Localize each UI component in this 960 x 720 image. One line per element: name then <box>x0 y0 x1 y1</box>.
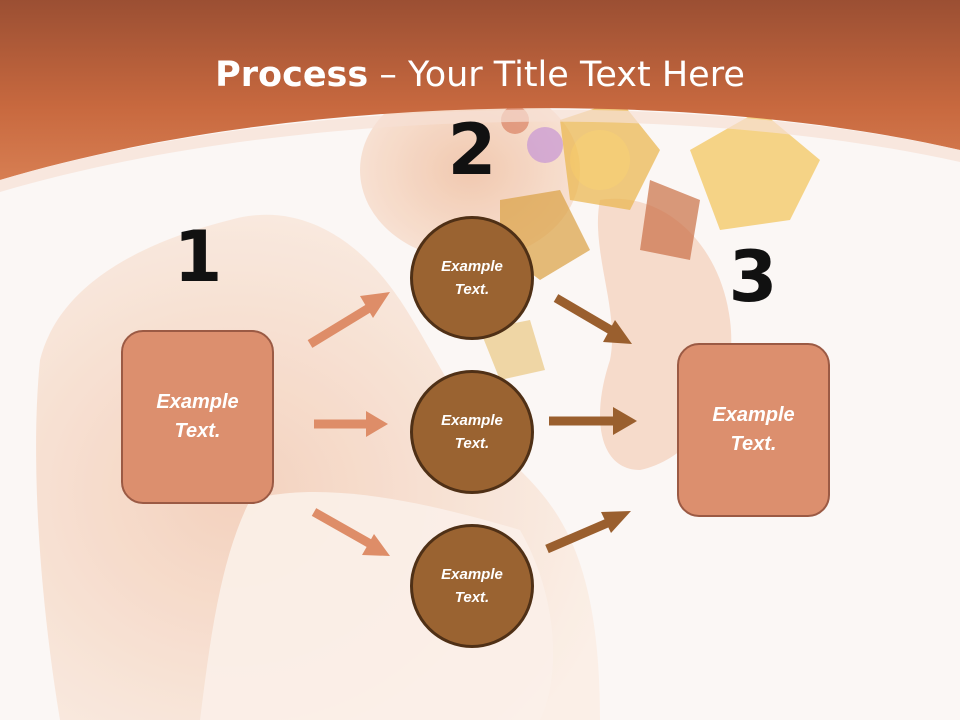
process-circle-middle: Example Text. <box>410 370 534 494</box>
input-box-label: Example Text. <box>156 391 239 442</box>
input-box: Example Text. <box>121 330 274 504</box>
arrow-top-to-right <box>553 294 632 344</box>
header-band <box>0 0 960 180</box>
process-circle-bottom-label: Example Text. <box>441 566 503 606</box>
title-rest: – Your Title Text Here <box>368 55 745 95</box>
step-number-3: 3 <box>728 236 778 318</box>
process-circle-bottom: Example Text. <box>410 524 534 648</box>
arrow-bottom-to-right <box>545 511 631 554</box>
arrow-middle-to-right <box>549 407 637 435</box>
arrow-left-to-top <box>307 292 390 348</box>
process-circle-top: Example Text. <box>410 216 534 340</box>
step-number-2: 2 <box>447 109 497 191</box>
header-accent-stripe <box>0 109 960 192</box>
flower-bouquet <box>480 100 820 380</box>
process-circle-top-label: Example Text. <box>441 258 503 298</box>
arrow-left-to-bottom <box>311 508 390 556</box>
process-circle-middle-label: Example Text. <box>441 412 503 452</box>
slide-title: Process – Your Title Text Here <box>0 50 960 100</box>
step-number-1: 1 <box>173 216 223 298</box>
arrow-left-to-middle <box>314 411 388 437</box>
title-bold: Process <box>215 55 369 95</box>
output-box: Example Text. <box>677 343 830 517</box>
output-box-label: Example Text. <box>712 404 795 455</box>
